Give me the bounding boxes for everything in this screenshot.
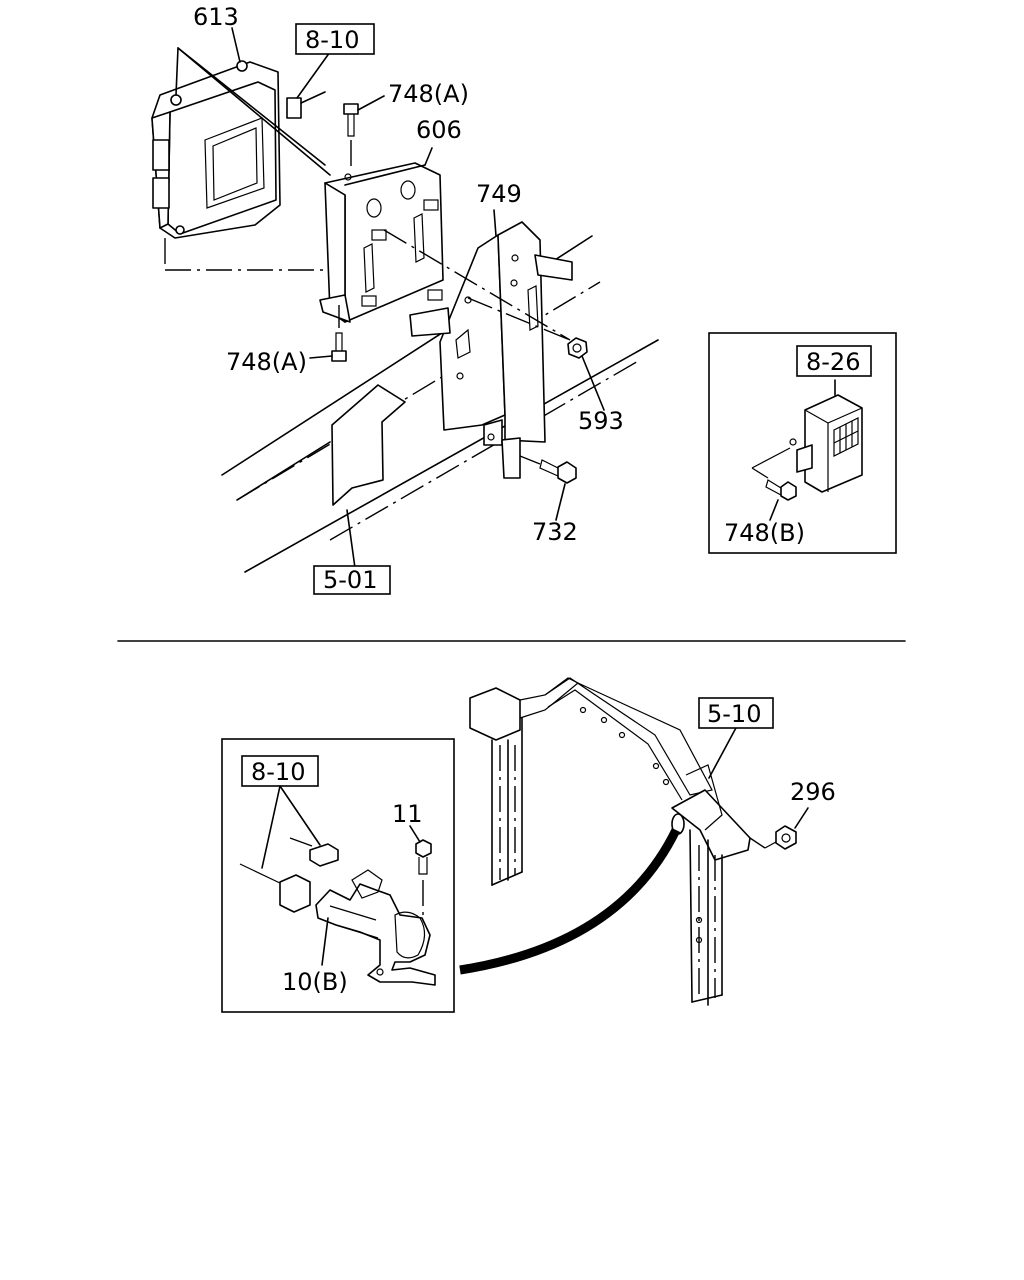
- bolt-748a-top: [343, 95, 385, 172]
- connector-8-10-top: [286, 51, 331, 119]
- label-606: 606: [416, 116, 462, 144]
- label-748a-left: 748(A): [226, 348, 307, 376]
- frame-gusset: [331, 384, 406, 506]
- label-10b: 10(B): [282, 968, 348, 996]
- label-748a-top: 748(A): [388, 80, 469, 108]
- callout-box-5-10: [698, 697, 774, 729]
- label-5-01: 5-01: [323, 566, 377, 594]
- bracket-749: [383, 209, 573, 479]
- label-613: 613: [193, 3, 239, 31]
- inset-8-26: [708, 332, 897, 554]
- label-732: 732: [532, 518, 578, 546]
- label-748b: 748(B): [724, 519, 805, 547]
- inset-pointer-curve: [459, 828, 681, 975]
- label-8-26: 8-26: [806, 348, 860, 376]
- nut-296: [764, 807, 809, 850]
- frame-member-5-10: [469, 677, 766, 1006]
- label-593: 593: [578, 407, 624, 435]
- label-749: 749: [476, 180, 522, 208]
- label-8-10-top: 8-10: [305, 26, 359, 54]
- label-8-10-bottom: 8-10: [251, 758, 305, 786]
- frame-rail-5-01: [221, 235, 659, 573]
- bracket-606: [319, 147, 444, 323]
- label-296: 296: [790, 778, 836, 806]
- controller-unit-613: [151, 27, 341, 301]
- inset-8-10-bottom: [221, 738, 455, 1013]
- label-11: 11: [392, 800, 423, 828]
- callout-box-8-10-top: [295, 23, 375, 55]
- nut-593: [567, 337, 605, 411]
- callout-box-5-01: [313, 565, 391, 595]
- bolt-732: [519, 455, 577, 521]
- label-5-10: 5-10: [707, 700, 761, 728]
- leader-5-01: [346, 509, 356, 569]
- bolt-748a-left: [309, 305, 347, 362]
